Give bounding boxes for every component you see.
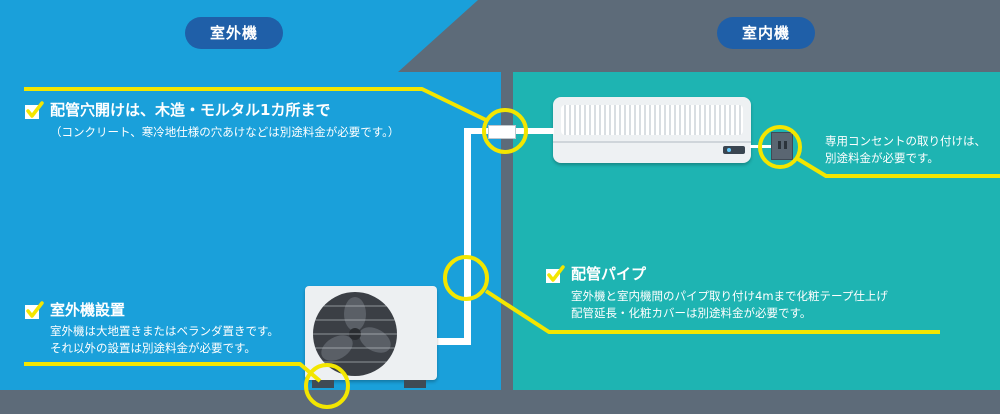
outlet-note-line1: 専用コンセントの取り付けは、 bbox=[825, 134, 986, 148]
wall-hole-note: （コンクリート、寒冷地仕様の穴あけなどは別途料金が必要です。） bbox=[50, 125, 400, 139]
wall-hole-title-text: 配管穴開けは、木造・モルタル1カ所まで bbox=[50, 101, 331, 119]
outdoor-unit-foot bbox=[312, 380, 334, 388]
checkmark-icon bbox=[25, 100, 44, 119]
pipe-leader bbox=[484, 289, 940, 334]
indoor-unit-display bbox=[723, 146, 745, 154]
outlet-slot-icon bbox=[784, 141, 787, 149]
outdoor-area-label: 室外機 bbox=[185, 17, 283, 49]
outdoor-install-note-line2: それ以外の設置は別途料金が必要です。 bbox=[50, 341, 256, 355]
outlet-note-line2: 別途料金が必要です。 bbox=[825, 151, 939, 165]
outlet-marker bbox=[758, 125, 802, 169]
outdoor-unit-fan-housing bbox=[313, 292, 397, 376]
indoor-unit-seam bbox=[553, 141, 751, 143]
outdoor-unit bbox=[305, 286, 437, 380]
outdoor-install-note-line1: 室外機は大地置きまたはベランダ置きです。 bbox=[50, 324, 279, 338]
pipe-to-outdoor-unit bbox=[436, 338, 471, 345]
wall-hole-marker bbox=[482, 108, 528, 154]
indoor-area-label: 室内機 bbox=[717, 17, 815, 49]
ground bbox=[0, 390, 1000, 414]
indoor-unit bbox=[553, 97, 751, 163]
outdoor-foot-marker bbox=[304, 363, 350, 409]
outlet-icon bbox=[771, 132, 793, 160]
wall-sleeve bbox=[488, 125, 516, 139]
outlet-slot-icon bbox=[778, 141, 781, 149]
indoor-unit-grille bbox=[561, 105, 743, 135]
pipe-title: 配管パイプ bbox=[545, 263, 646, 284]
outlet-leader bbox=[796, 157, 1000, 178]
outdoor-install-title-text: 室外機設置 bbox=[50, 301, 126, 319]
pipe-note-line2: 配管延長・化粧カバーは別途料金が必要です。 bbox=[571, 306, 812, 320]
pipe-vertical bbox=[464, 128, 471, 344]
roof bbox=[398, 0, 1000, 72]
pipe-title-text: 配管パイプ bbox=[571, 265, 647, 283]
pipe-marker bbox=[443, 255, 489, 301]
pipe-note-line1: 室外機と室内機間のパイプ取り付け4mまで化粧テープ仕上げ bbox=[571, 289, 888, 303]
wall-hole-title: 配管穴開けは、木造・モルタル1カ所まで bbox=[24, 99, 330, 120]
indicator-icon bbox=[727, 148, 731, 152]
fan-icon bbox=[313, 297, 397, 363]
checkmark-icon bbox=[546, 264, 565, 283]
checkmark-icon bbox=[25, 300, 44, 319]
outdoor-install-title: 室外機設置 bbox=[24, 299, 125, 320]
wall-hole-leader bbox=[24, 87, 487, 122]
outdoor-unit-foot bbox=[404, 380, 426, 388]
outdoor-install-leader bbox=[24, 362, 322, 383]
